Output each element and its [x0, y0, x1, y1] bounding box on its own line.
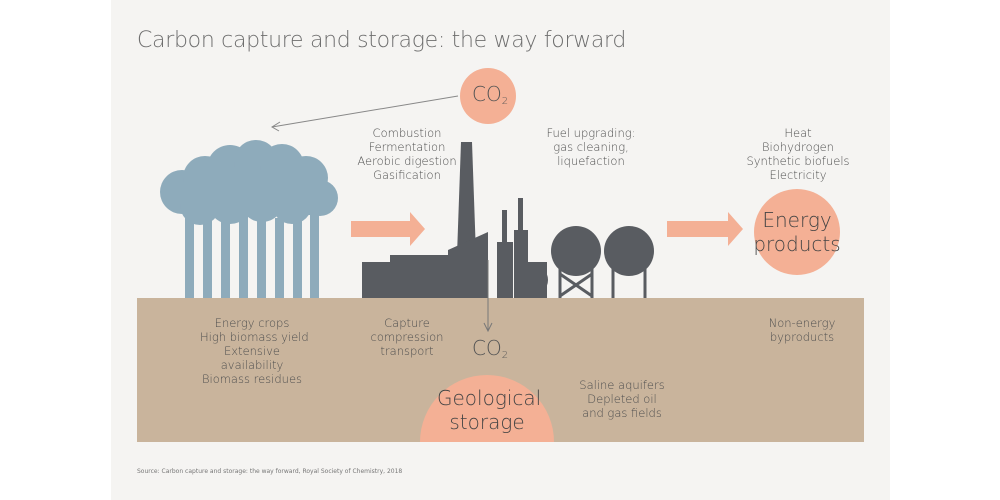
energy-products-label: Energy products: [753, 208, 841, 256]
process-steps-label: Combustion Fermentation Aerobic digestio…: [357, 126, 457, 182]
page-title: Carbon capture and storage: the way forw…: [137, 28, 627, 53]
source-citation: Source: Carbon capture and storage: the …: [137, 468, 403, 475]
co2-to-trees-arrow: [271, 95, 459, 132]
non-energy-label: Non-energy byproducts: [768, 316, 836, 344]
plant-to-products-arrow: [667, 212, 743, 246]
co2-circle-top: [460, 68, 516, 124]
co2-label-ground: CO2: [472, 336, 509, 361]
capture-label: Capture compression transport: [370, 316, 444, 358]
factory-icon: [362, 142, 654, 298]
biomass-label: Energy crops High biomass yield Extensiv…: [200, 316, 309, 386]
storage-sites-label: Saline aquifers Depleted oil and gas fie…: [579, 378, 665, 420]
geological-storage-label: Geological storage: [437, 386, 542, 434]
biomass-to-plant-arrow: [351, 212, 425, 246]
fuel-upgrading-label: Fuel upgrading: gas cleaning, liquefacti…: [546, 126, 636, 168]
energy-products-circle: [754, 189, 840, 275]
co2-down-arrow: [483, 260, 493, 333]
tree-icon: [160, 140, 338, 298]
energy-outputs-label: Heat Biohydrogen Synthetic biofuels Elec…: [746, 126, 850, 182]
co2-label-top: CO2: [472, 82, 509, 107]
storage-tank-legs: [558, 268, 647, 298]
geological-storage-circle: [420, 375, 554, 442]
